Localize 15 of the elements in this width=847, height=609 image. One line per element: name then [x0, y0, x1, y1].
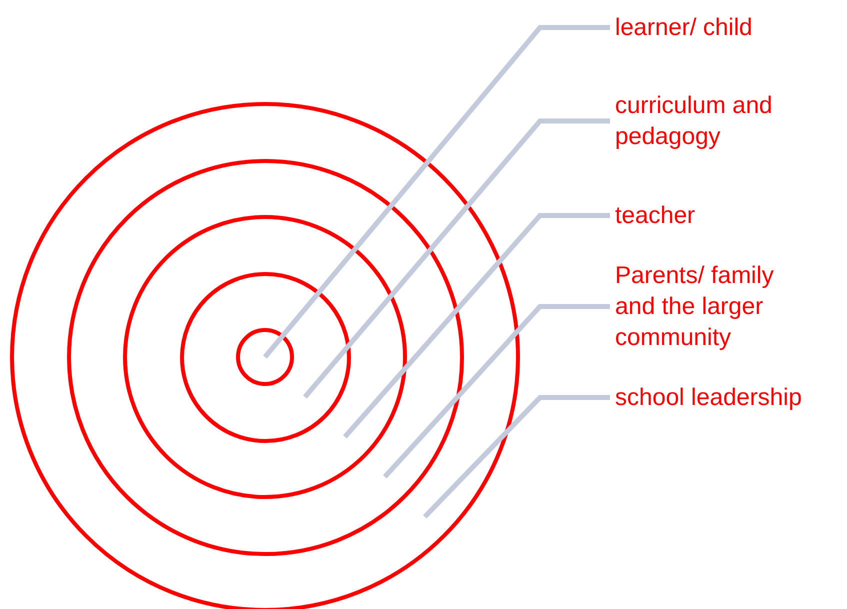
ring	[66, 158, 464, 556]
leader-line	[423, 395, 610, 519]
ring-label: teacher	[615, 200, 815, 231]
leader-line	[383, 304, 610, 479]
ring-label: Parents/ family and the larger community	[615, 260, 815, 353]
ring	[10, 102, 520, 609]
ring	[180, 272, 350, 442]
ring-label: learner/ child	[615, 12, 815, 43]
leader-line	[343, 213, 610, 439]
ring-label: curriculum and pedagogy	[615, 90, 815, 152]
ring	[236, 328, 294, 386]
ring-label: school leadership	[615, 382, 815, 413]
leader-line	[263, 25, 610, 359]
ring	[123, 215, 407, 499]
leader-line	[303, 118, 610, 399]
